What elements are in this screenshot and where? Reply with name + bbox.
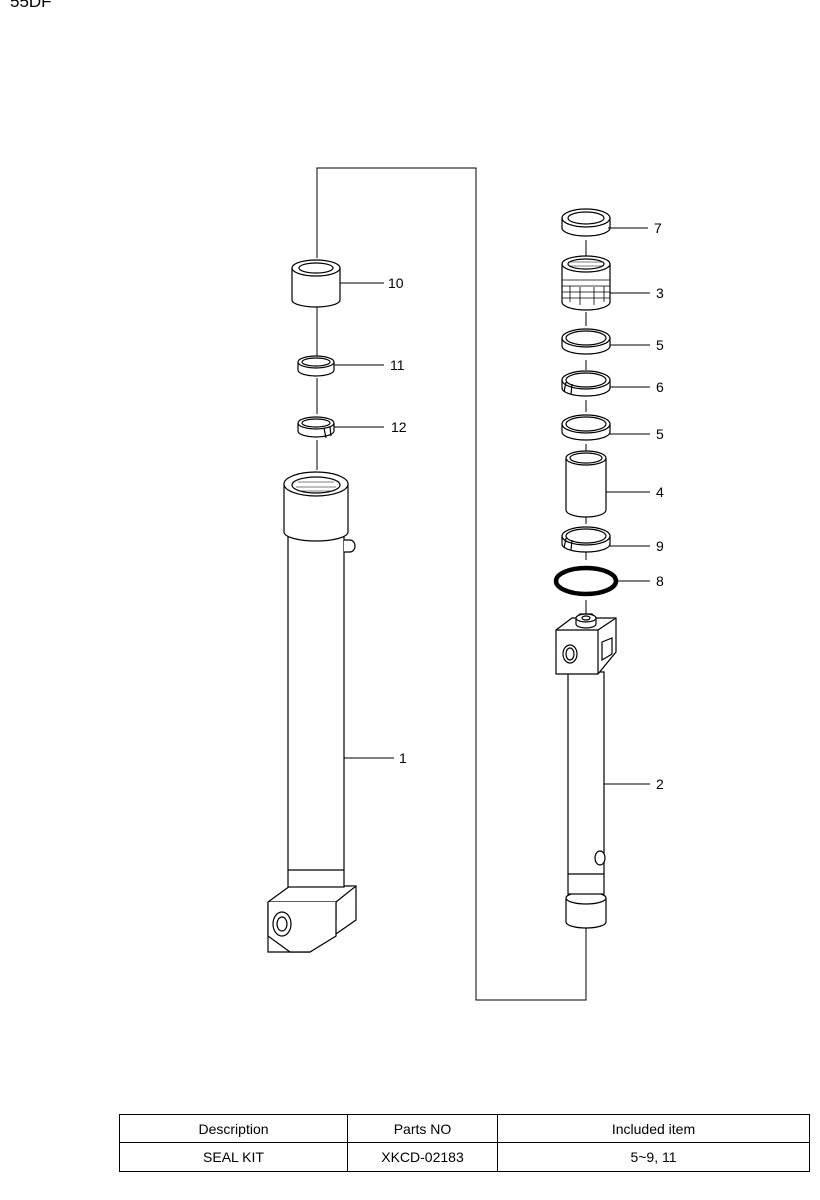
callout-10: 10: [388, 275, 404, 291]
callout-6: 6: [656, 379, 664, 395]
part-12-split-ring: [297, 416, 335, 439]
part-2-piston-rod: [555, 613, 617, 929]
part-8-o-ring: [553, 565, 619, 597]
part-5-ring-lower: [561, 414, 611, 441]
callout-5-upper: 5: [656, 337, 664, 353]
part-11-ring: [297, 355, 335, 377]
column-header-included-item: Included item: [497, 1114, 810, 1143]
page-header-fragment: 55DF: [10, 0, 52, 11]
table-row: SEAL KIT XKCD-02183 5~9, 11: [119, 1142, 810, 1172]
callout-11: 11: [390, 357, 405, 373]
part-5-ring-upper: [561, 328, 611, 355]
part-9-split-ring: [561, 526, 611, 553]
parts-table: Description Parts NO Included item SEAL …: [119, 1114, 810, 1172]
cell-description: SEAL KIT: [119, 1142, 348, 1172]
callout-3: 3: [656, 285, 664, 301]
part-4-spacer-tube: [565, 450, 607, 518]
callout-5-lower: 5: [656, 426, 664, 442]
callout-4: 4: [656, 484, 664, 500]
table-header-row: Description Parts NO Included item: [119, 1114, 810, 1143]
part-1-cylinder-tube: [267, 471, 357, 953]
callout-7: 7: [654, 220, 662, 236]
callout-12: 12: [391, 419, 407, 435]
part-6-split-ring: [561, 370, 611, 397]
cell-included-item: 5~9, 11: [497, 1142, 810, 1172]
part-7-cap-ring: [561, 208, 611, 237]
part-3-threaded-gland: [561, 255, 611, 311]
callout-9: 9: [656, 538, 664, 554]
callout-1: 1: [399, 750, 407, 766]
column-header-parts-no: Parts NO: [347, 1114, 498, 1143]
assembly-line: [316, 167, 587, 1001]
column-header-description: Description: [119, 1114, 348, 1143]
part-10-bushing: [291, 259, 341, 308]
cell-parts-no: XKCD-02183: [347, 1142, 498, 1172]
callout-2: 2: [656, 776, 664, 792]
callout-8: 8: [656, 573, 664, 589]
